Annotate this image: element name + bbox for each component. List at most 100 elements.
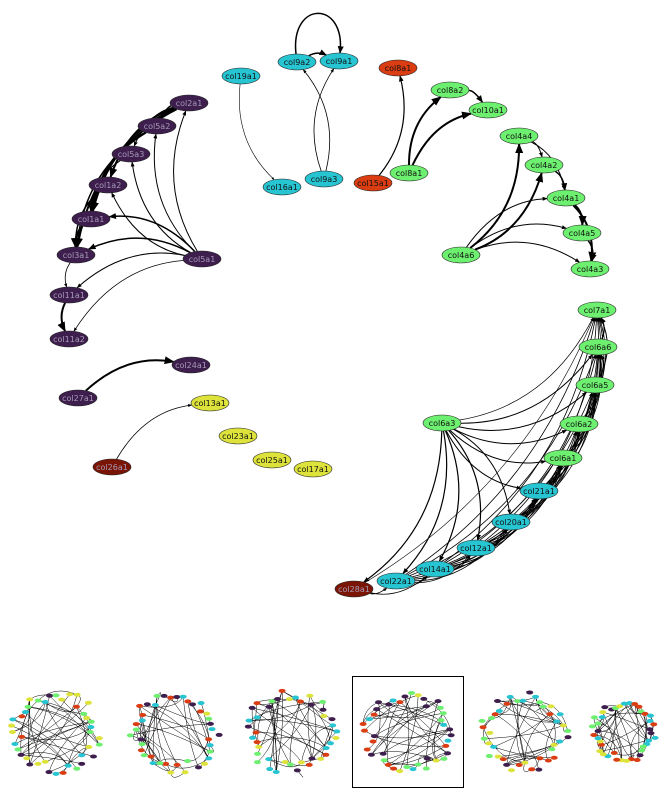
- thumb-5-edge: [493, 713, 551, 748]
- node-col4a1[interactable]: col4a1: [546, 189, 586, 207]
- node-col6a3[interactable]: col6a3: [422, 414, 462, 432]
- node-col11a1[interactable]: col11a1: [49, 286, 89, 304]
- node-col16a1[interactable]: col16a1: [262, 178, 302, 196]
- node-col4a5[interactable]: col4a5: [562, 224, 602, 242]
- thumb-2-node: [138, 742, 146, 747]
- node-shape-col26a1: [92, 458, 132, 476]
- node-col3a1[interactable]: col3a1: [56, 246, 96, 264]
- node-col9a1[interactable]: col9a1: [319, 52, 359, 70]
- thumb-2-node: [206, 721, 214, 726]
- node-col5a1[interactable]: col5a1: [182, 250, 222, 268]
- node-col5a2[interactable]: col5a2: [137, 117, 177, 135]
- thumb-1[interactable]: [0, 676, 112, 788]
- thumb-5-edge: [482, 727, 525, 763]
- thumb-2-node: [208, 727, 216, 732]
- node-label-col27a1: col27a1: [62, 394, 94, 403]
- thumb-4-node: [408, 691, 416, 696]
- node-col26a1[interactable]: col26a1: [92, 458, 132, 476]
- thumb-5-node: [546, 712, 554, 717]
- thumb-4-edge: [404, 696, 448, 754]
- node-col7a1[interactable]: col7a1: [577, 301, 617, 319]
- node-col28a1[interactable]: col28a1: [334, 580, 374, 598]
- node-col20a1[interactable]: col20a1: [491, 513, 531, 531]
- thumb-4-edge: [425, 701, 439, 769]
- thumb-5-node: [485, 754, 493, 759]
- edge-col5a1-col1a2: [111, 192, 186, 256]
- thumb-5-edge: [545, 721, 557, 761]
- node-shape-col8a2: [430, 81, 470, 99]
- node-col9a3[interactable]: col9a3: [304, 170, 344, 188]
- node-col1a1[interactable]: col1a1: [71, 210, 111, 228]
- edge-col6a3-col28a1: [363, 430, 443, 583]
- edges-layer: [57, 12, 608, 595]
- thumb-1-node: [78, 761, 86, 766]
- thumb-3-node: [320, 713, 328, 718]
- node-col17a1[interactable]: col17a1: [293, 460, 333, 478]
- thumb-1-node: [41, 759, 49, 764]
- node-col9a2[interactable]: col9a2: [277, 53, 317, 71]
- node-col25a1[interactable]: col25a1: [252, 451, 292, 469]
- node-label-col4a5: col4a5: [569, 229, 596, 238]
- node-col11a2[interactable]: col11a2: [49, 330, 89, 348]
- edge-loop-col9a2-col9a1: [294, 12, 344, 55]
- thumb-4-node: [385, 702, 393, 707]
- node-col6a2[interactable]: col6a2: [559, 415, 599, 433]
- thumb-5-node: [488, 716, 496, 721]
- thumb-6-edge: [597, 723, 622, 761]
- thumb-4-node: [440, 722, 448, 727]
- thumb-3[interactable]: [234, 676, 346, 788]
- node-col6a1[interactable]: col6a1: [543, 449, 583, 467]
- node-col8a1b[interactable]: col8a1: [378, 59, 418, 77]
- thumb-4-node: [446, 727, 454, 732]
- node-col4a6[interactable]: col4a6: [441, 246, 481, 264]
- node-col24a1[interactable]: col24a1: [171, 356, 211, 374]
- thumb-5[interactable]: [470, 676, 578, 788]
- thumb-4[interactable]: [352, 676, 464, 788]
- node-col14a1[interactable]: col14a1: [415, 560, 455, 578]
- edge-col22a1-col6a6: [407, 354, 596, 576]
- node-col27a1[interactable]: col27a1: [58, 389, 98, 407]
- node-col10a1[interactable]: col10a1: [468, 101, 508, 119]
- node-col4a3[interactable]: col4a3: [570, 260, 610, 278]
- node-col1a2[interactable]: col1a2: [88, 176, 128, 194]
- node-col2a1[interactable]: col2a1: [169, 94, 209, 112]
- node-col13a1[interactable]: col13a1: [190, 394, 230, 412]
- thumb-6-node: [631, 702, 639, 707]
- node-col6a5[interactable]: col6a5: [575, 376, 615, 394]
- node-shape-col11a2: [49, 330, 89, 348]
- node-label-col8a1: col8a1: [396, 169, 423, 178]
- thumb-2-edge: [170, 697, 209, 759]
- node-col5a3[interactable]: col5a3: [111, 145, 151, 163]
- node-col6a6[interactable]: col6a6: [578, 338, 618, 356]
- thumb-4-edge: [386, 701, 401, 765]
- thumb-1-node: [21, 710, 29, 715]
- thumb-2[interactable]: [118, 676, 230, 788]
- node-col19a1[interactable]: col19a1: [221, 67, 261, 85]
- node-shape-col4a6: [441, 246, 481, 264]
- node-col8a2[interactable]: col8a2: [430, 81, 470, 99]
- node-col21a1[interactable]: col21a1: [519, 482, 559, 500]
- node-col8a1[interactable]: col8a1: [389, 164, 429, 182]
- thumb-5-node: [536, 700, 544, 705]
- thumb-6[interactable]: [582, 676, 664, 788]
- thumb-1-node: [84, 700, 92, 705]
- node-col12a1[interactable]: col12a1: [456, 539, 496, 557]
- node-col4a2[interactable]: col4a2: [524, 156, 564, 174]
- node-col23a1[interactable]: col23a1: [218, 427, 258, 445]
- thumb-1-edge: [20, 694, 70, 756]
- node-col22a1[interactable]: col22a1: [376, 572, 416, 590]
- edge-col4a2-col4a1: [554, 170, 568, 191]
- thumb-2-node: [126, 733, 134, 738]
- thumb-1-node: [58, 697, 66, 702]
- thumb-5-node: [556, 739, 564, 744]
- node-shape-col6a6: [578, 338, 618, 356]
- node-col15a1[interactable]: col15a1: [353, 174, 393, 192]
- thumb-6-edge: [630, 720, 651, 760]
- node-label-col6a6: col6a6: [585, 343, 612, 352]
- edge-col6a3-col6a2: [453, 428, 568, 445]
- edge-col6a3-col12a1: [448, 430, 482, 541]
- node-col4a4[interactable]: col4a4: [499, 127, 539, 145]
- node-shape-col4a4: [499, 127, 539, 145]
- thumb-3-node: [281, 760, 289, 765]
- thumb-6-node: [646, 727, 654, 732]
